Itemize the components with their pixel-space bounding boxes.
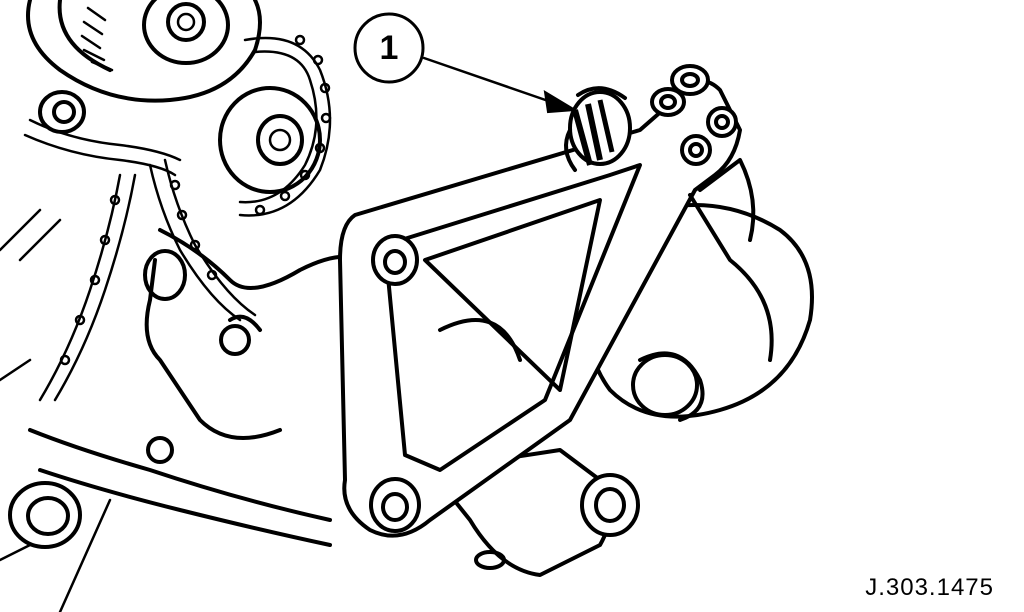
engine-block bbox=[0, 208, 362, 612]
chain-pulley bbox=[218, 86, 322, 194]
callout-circle bbox=[353, 12, 425, 84]
callout-leader bbox=[422, 56, 579, 114]
idler-pulley bbox=[38, 90, 86, 134]
figure-reference: J.303.1475 bbox=[865, 574, 994, 601]
highlighted-component bbox=[564, 86, 632, 172]
upper-sprocket bbox=[26, 0, 262, 103]
timing-chain bbox=[23, 34, 332, 402]
callout-number: 1 bbox=[379, 28, 399, 67]
mounting-bracket bbox=[338, 64, 774, 538]
